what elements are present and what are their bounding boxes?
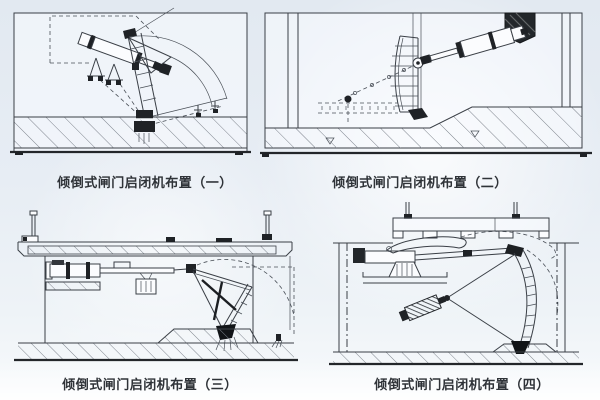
bridge-deck xyxy=(17,210,293,257)
tilting-gate xyxy=(123,28,172,120)
ground-hatch xyxy=(329,351,583,366)
hoist-cylinder xyxy=(45,260,175,291)
figure-1-caption: 倾倒式闸门启闭机布置（一） xyxy=(57,176,233,191)
raised-gate-dashed xyxy=(460,231,559,317)
left-wall xyxy=(287,13,299,128)
top-structure xyxy=(392,202,550,239)
secondary-cylinder xyxy=(398,294,447,322)
tilting-gate xyxy=(444,244,537,349)
figure-1-drawing xyxy=(10,7,251,155)
gate-hinge xyxy=(134,110,155,144)
storage-position-dashed xyxy=(49,15,161,117)
figure-4-drawing xyxy=(329,202,583,366)
ground-hatch xyxy=(14,342,298,362)
figure-2-drawing xyxy=(260,12,592,157)
pier-edge-line xyxy=(128,7,175,37)
chamber-walls xyxy=(333,242,579,352)
pedestal xyxy=(362,261,448,284)
lowered-gate-position xyxy=(144,97,228,126)
gate-arm xyxy=(386,236,467,254)
hoist-cylinder xyxy=(353,247,514,264)
right-wall xyxy=(561,13,571,107)
hanging-counterweight xyxy=(135,272,157,295)
figure-2-caption: 倾倒式闸门启闭机布置（二） xyxy=(332,176,508,191)
cylinder-support-frames xyxy=(87,57,123,85)
lowered-gate-dashed xyxy=(318,65,414,124)
figure-3-caption: 倾倒式闸门启闭机布置（三） xyxy=(62,378,238,393)
side-walls xyxy=(44,256,291,343)
hoist-cylinder xyxy=(419,25,529,65)
ground-hatch xyxy=(265,106,582,148)
swing-arc xyxy=(128,35,228,106)
ground-hatch xyxy=(13,116,248,149)
figure-3-drawing xyxy=(14,210,298,362)
hinge-mound xyxy=(156,328,259,344)
flap-gate xyxy=(390,35,428,120)
swing-arc-dashed xyxy=(196,259,295,349)
tilting-gate xyxy=(173,264,253,333)
figure-4-caption: 倾倒式闸门启闭机布置（四） xyxy=(374,378,550,393)
